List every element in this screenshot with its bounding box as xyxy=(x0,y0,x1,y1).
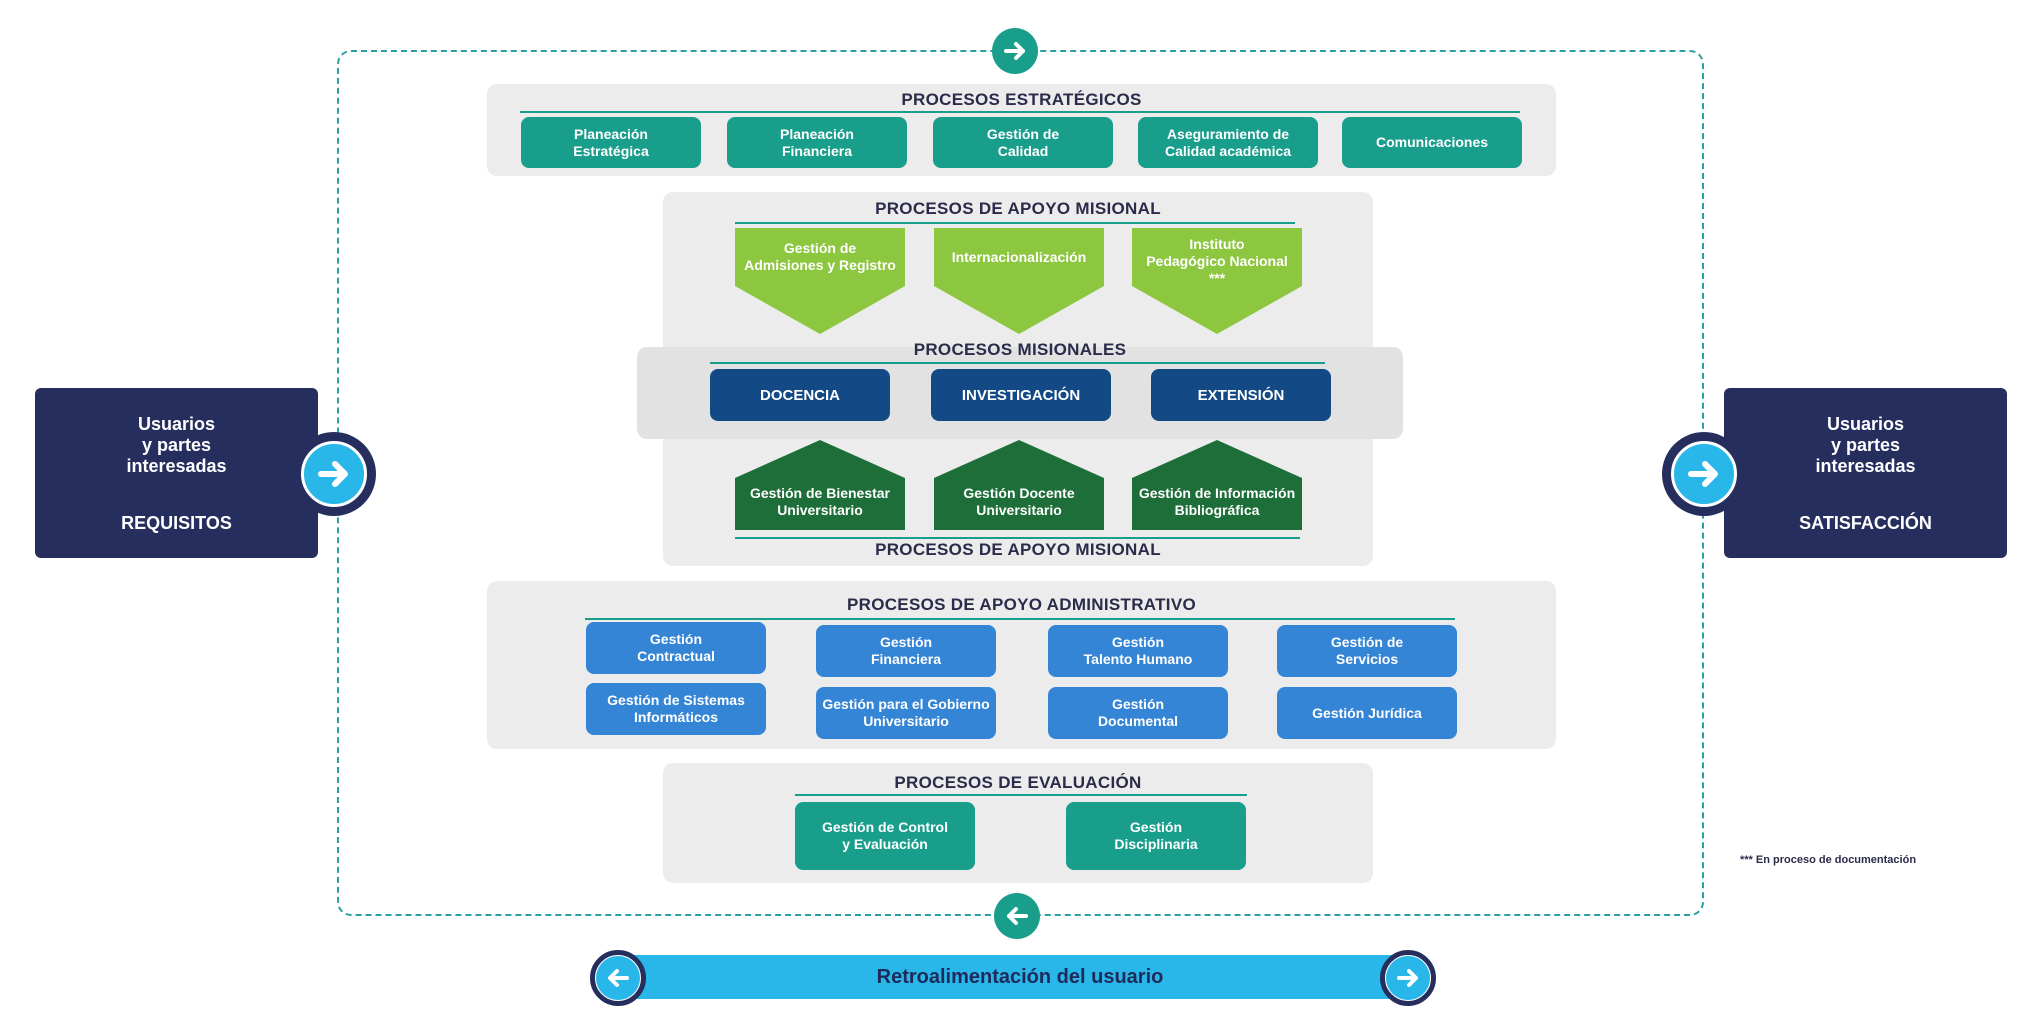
left-panel-text: Usuarios y partes interesadas xyxy=(126,414,227,476)
box-gestion-contractual: Gestión Contractual xyxy=(586,622,766,674)
administrativo-title: PROCESOS DE APOYO ADMINISTRATIVO xyxy=(846,595,1196,614)
shape-gestion-docente xyxy=(934,440,1104,530)
misionales-title: PROCESOS MISIONALES xyxy=(913,340,1127,359)
evaluacion-rule xyxy=(795,794,1247,796)
box-gestion-juridica: Gestión Jurídica xyxy=(1277,687,1457,739)
arrow-right-icon xyxy=(1004,42,1025,60)
box-gestion-servicios: Gestión de Servicios xyxy=(1277,625,1457,677)
box-gestion-financiera: Gestión Financiera xyxy=(816,625,996,677)
box-planeacion-estrategica: Planeación Estratégica xyxy=(521,117,701,168)
misionales-rule xyxy=(710,362,1325,364)
frame-top-arrow[interactable] xyxy=(992,28,1038,74)
label-gestion-docente: Gestión Docente Universitario xyxy=(963,485,1075,518)
shape-instituto-pedagogico xyxy=(1132,228,1302,334)
label-internacionalizacion: Internacionalización xyxy=(951,248,1087,265)
label-instituto-pedagogico: Instituto Pedagógico Nacional *** xyxy=(1146,235,1288,286)
shape-informacion-bibliografica xyxy=(1132,440,1302,530)
right-panel: Usuarios y partes interesadas SATISFACCI… xyxy=(1724,388,2007,558)
right-panel-text: Usuarios y partes interesadas xyxy=(1815,414,1916,476)
box-gobierno-universitario: Gestión para el Gobierno Universitario xyxy=(816,687,996,739)
left-panel: Usuarios y partes interesadas REQUISITOS xyxy=(35,388,318,558)
box-aseguramiento-calidad: Aseguramiento de Calidad académica xyxy=(1138,117,1318,168)
arrow-right-icon xyxy=(318,461,348,487)
evaluacion-title: PROCESOS DE EVALUACIÓN xyxy=(894,773,1142,792)
box-gestion-disciplinaria: Gestión Disciplinaria xyxy=(1066,802,1246,870)
shape-admisiones xyxy=(735,228,905,334)
apoyo-misional-top-rule xyxy=(735,222,1295,224)
apoyo-misional-bottom-rule xyxy=(735,537,1300,539)
apoyo-misional-bottom-title: PROCESOS DE APOYO MISIONAL xyxy=(875,540,1161,559)
feedback-bar-label: Retroalimentación del usuario xyxy=(876,965,1164,988)
label-bienestar: Gestión de Bienestar Universitario xyxy=(749,485,891,518)
estrategicos-title: PROCESOS ESTRATÉGICOS xyxy=(901,90,1142,109)
arrow-right-icon xyxy=(1688,461,1718,487)
left-input-arrow[interactable] xyxy=(292,432,376,516)
evaluacion-panel xyxy=(663,763,1373,883)
label-informacion-bibliografica: Gestión de Información Bibliográfica xyxy=(1138,485,1296,518)
label-admisiones: Gestión de Admisiones y Registro xyxy=(744,240,896,273)
estrategicos-rule xyxy=(520,111,1520,113)
arrow-right-icon xyxy=(1397,969,1418,987)
left-panel-label: REQUISITOS xyxy=(121,513,232,533)
apoyo-misional-top-title: PROCESOS DE APOYO MISIONAL xyxy=(875,199,1161,218)
box-investigacion: INVESTIGACIÓN xyxy=(931,369,1111,421)
feedback-right-arrow[interactable] xyxy=(1380,950,1436,1006)
feedback-left-arrow[interactable] xyxy=(590,950,646,1006)
arrow-left-icon xyxy=(1007,907,1028,925)
administrativo-rule xyxy=(585,618,1455,620)
shape-internacionalizacion xyxy=(934,228,1104,334)
box-gestion-calidad: Gestión de Calidad xyxy=(933,117,1113,168)
footnote: *** En proceso de documentación xyxy=(1740,854,1917,866)
right-output-arrow[interactable] xyxy=(1662,432,1746,516)
box-docencia: DOCENCIA xyxy=(710,369,890,421)
box-extension: EXTENSIÓN xyxy=(1151,369,1331,421)
right-panel-label: SATISFACCIÓN xyxy=(1799,513,1932,533)
box-gestion-documental: Gestión Documental xyxy=(1048,687,1228,739)
shape-bienestar xyxy=(735,440,905,530)
frame-bottom-arrow[interactable] xyxy=(994,893,1040,939)
arrow-left-icon xyxy=(608,969,629,987)
box-planeacion-financiera: Planeación Financiera xyxy=(727,117,907,168)
box-sistemas-informaticos: Gestión de Sistemas Informáticos xyxy=(586,683,766,735)
box-comunicaciones: Comunicaciones xyxy=(1342,117,1522,168)
box-control-evaluacion: Gestión de Control y Evaluación xyxy=(795,802,975,870)
feedback-bar: Retroalimentación del usuario xyxy=(616,955,1424,999)
box-talento-humano: Gestión Talento Humano xyxy=(1048,625,1228,677)
